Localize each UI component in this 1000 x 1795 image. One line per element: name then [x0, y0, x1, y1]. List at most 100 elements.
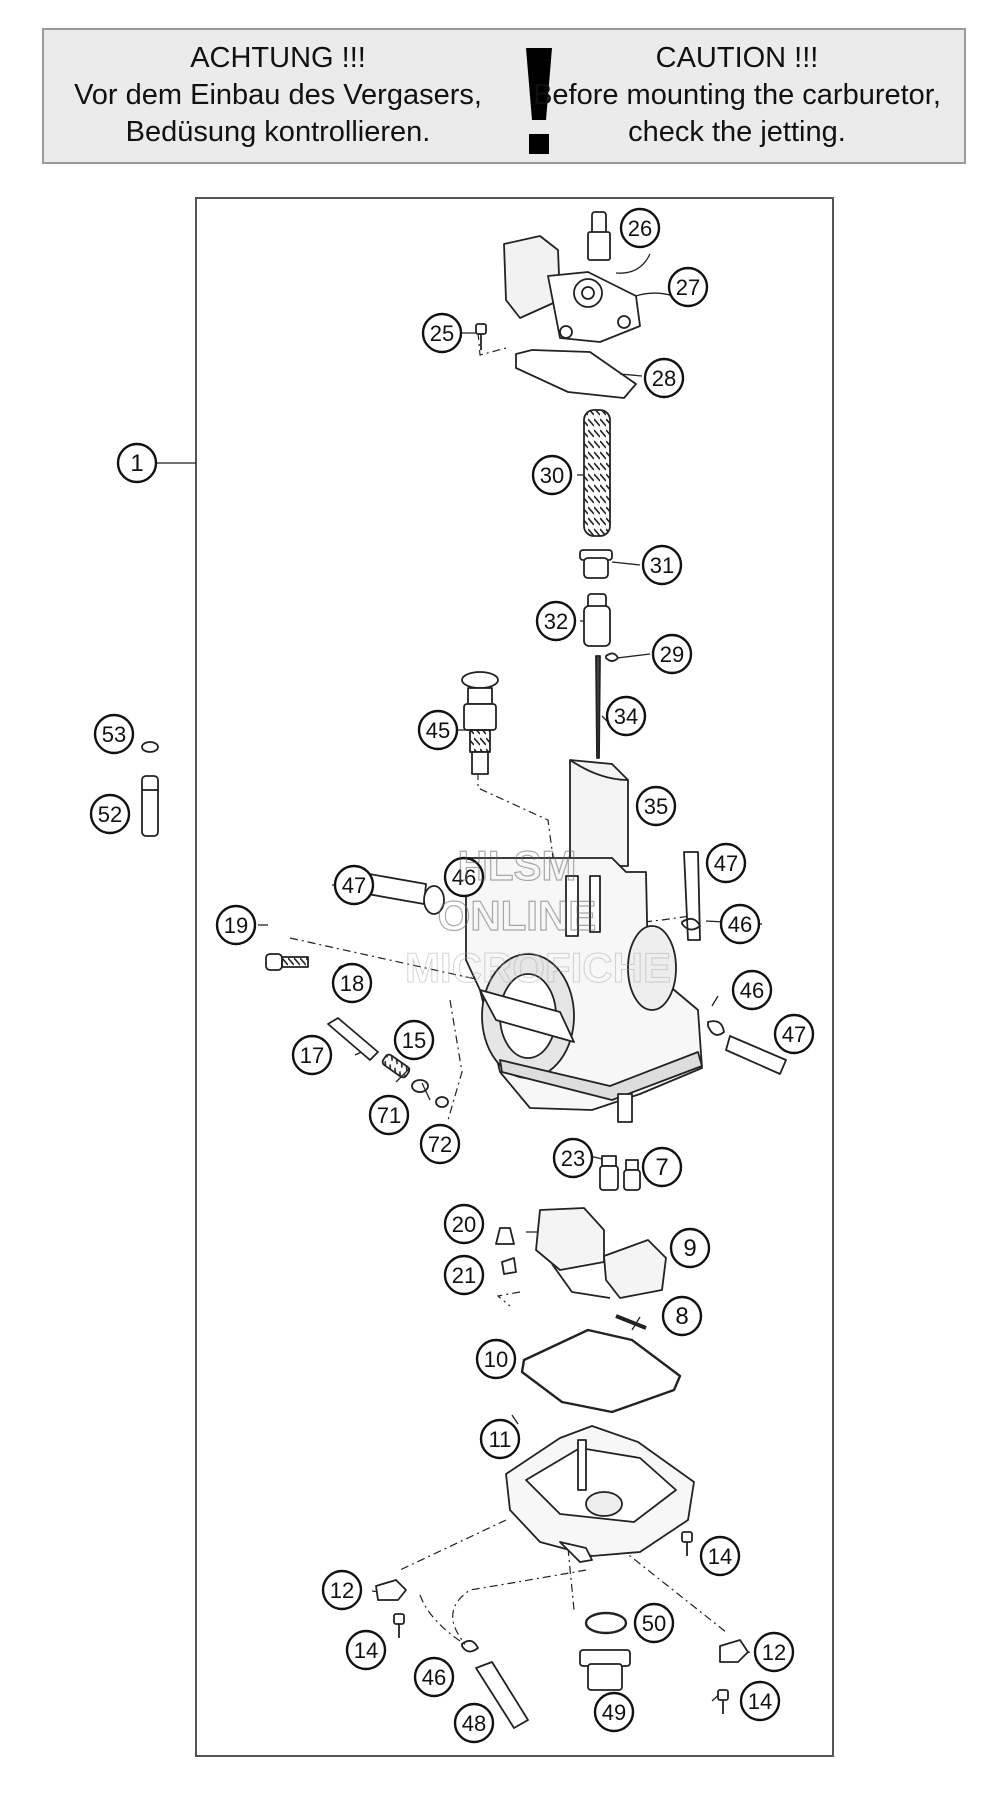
part-air-screw: [265, 953, 309, 971]
callout-c34: 34: [605, 695, 647, 737]
part-hose-end-left: [423, 885, 445, 915]
callout-circle: [593, 1691, 635, 1733]
part-needle-clip: [605, 652, 619, 662]
part-washer: [411, 1079, 429, 1093]
callout-circle: [669, 1227, 711, 1269]
callout-c48: 48: [453, 1702, 495, 1744]
part-main-jet: [623, 1159, 641, 1191]
part-bracket-left: [375, 1579, 407, 1601]
callout-circle: [661, 1295, 703, 1337]
callout-c26: 26: [619, 207, 661, 249]
callout-c30: 30: [531, 454, 573, 496]
callout-circle: [393, 1019, 435, 1061]
callout-c50: 50: [633, 1602, 675, 1644]
callout-c47b: 47: [705, 842, 747, 884]
warning-english: CAUTION !!! Before mounting the carburet…: [514, 40, 960, 151]
callout-c19: 19: [215, 904, 257, 946]
part-drain-plug: [579, 1649, 631, 1691]
callout-c21: 21: [443, 1254, 485, 1296]
callout-c28: 28: [643, 357, 685, 399]
callout-c29: 29: [651, 633, 693, 675]
callout-c72: 72: [419, 1123, 461, 1165]
warning-banner: ACHTUNG !!! Vor dem Einbau des Vergasers…: [42, 28, 966, 164]
part-idle-screw: [327, 1017, 379, 1061]
callout-c27: 27: [667, 266, 709, 308]
callout-c31: 31: [641, 544, 683, 586]
part-float-bowl-gasket: [520, 1328, 682, 1414]
part-hose-clamp-upper: [681, 917, 701, 931]
part-small-oring: [141, 741, 159, 753]
callout-circle: [641, 1146, 683, 1188]
callout-c20: 20: [443, 1203, 485, 1245]
callout-circle: [443, 1254, 485, 1296]
part-vent-hose-lower: [725, 1035, 787, 1075]
part-top-cover: [503, 235, 641, 343]
callout-circle: [345, 1629, 387, 1671]
callout-number: 46: [422, 1665, 446, 1690]
callout-c12b: 12: [753, 1631, 795, 1673]
callout-number: 46: [740, 978, 764, 1003]
callout-number: 12: [762, 1640, 786, 1665]
part-float-needle: [495, 1227, 515, 1245]
callout-circle: [633, 1602, 675, 1644]
callout-c49: 49: [593, 1691, 635, 1733]
part-slide-spring: [583, 409, 611, 537]
part-jet-needle: [595, 655, 601, 759]
part-spring-seat: [579, 549, 613, 579]
callout-number: 48: [462, 1711, 486, 1736]
callout-number: 8: [675, 1303, 688, 1330]
callout-c46d: 46: [413, 1656, 455, 1698]
callout-circle: [739, 1680, 781, 1722]
callout-circle: [531, 454, 573, 496]
callout-number: 27: [676, 275, 700, 300]
part-adjust-knob: [461, 671, 499, 775]
callout-circle: [635, 785, 677, 827]
part-plug-oring: [584, 1611, 628, 1635]
callout-number: 46: [452, 865, 476, 890]
part-cover-gasket: [515, 349, 637, 399]
part-drain-hose: [475, 1661, 529, 1729]
callout-circle: [421, 312, 463, 354]
callout-c25: 25: [421, 312, 463, 354]
callout-number: 46: [728, 912, 752, 937]
callout-number: 15: [402, 1028, 426, 1053]
assembly-frame: [195, 197, 834, 1757]
callout-c53: 53: [93, 713, 135, 755]
warning-english-line2: check the jetting.: [628, 116, 846, 148]
callout-circle: [443, 1203, 485, 1245]
callout-circle: [331, 962, 373, 1004]
part-float-clip: [501, 1257, 517, 1275]
callout-number: 14: [354, 1638, 378, 1663]
callout-number: 47: [342, 873, 366, 898]
callout-number: 35: [644, 794, 668, 819]
part-cap-tube: [141, 775, 159, 837]
parts: [141, 211, 787, 1729]
warning-english-line1: Before mounting the carburetor,: [533, 79, 941, 111]
callout-number: 20: [452, 1212, 476, 1237]
callout-circle: [667, 266, 709, 308]
callout-circle: [419, 1123, 461, 1165]
callout-number: 29: [660, 642, 684, 667]
callout-c9: 9: [669, 1227, 711, 1269]
callout-number: 1: [130, 450, 143, 477]
callout-c14a: 14: [699, 1535, 741, 1577]
callout-c14b: 14: [345, 1629, 387, 1671]
part-hose-clamp-right: [707, 1020, 725, 1036]
callout-c46c: 46: [731, 969, 773, 1011]
callout-number: 23: [561, 1146, 585, 1171]
callout-number: 31: [650, 553, 674, 578]
callout-number: 71: [377, 1103, 401, 1128]
callout-c8: 8: [661, 1295, 703, 1337]
callout-circle: [443, 856, 485, 898]
warning-german: ACHTUNG !!! Vor dem Einbau des Vergasers…: [52, 40, 504, 151]
callout-circle: [479, 1418, 521, 1460]
callout-c47a: 47: [333, 864, 375, 906]
callout-c71: 71: [368, 1094, 410, 1136]
callout-number: 7: [655, 1154, 668, 1181]
callout-circle: [719, 903, 761, 945]
part-carburetor-body: [465, 857, 703, 1123]
part-bracket-right: [719, 1639, 749, 1663]
callout-number: 11: [489, 1427, 512, 1452]
